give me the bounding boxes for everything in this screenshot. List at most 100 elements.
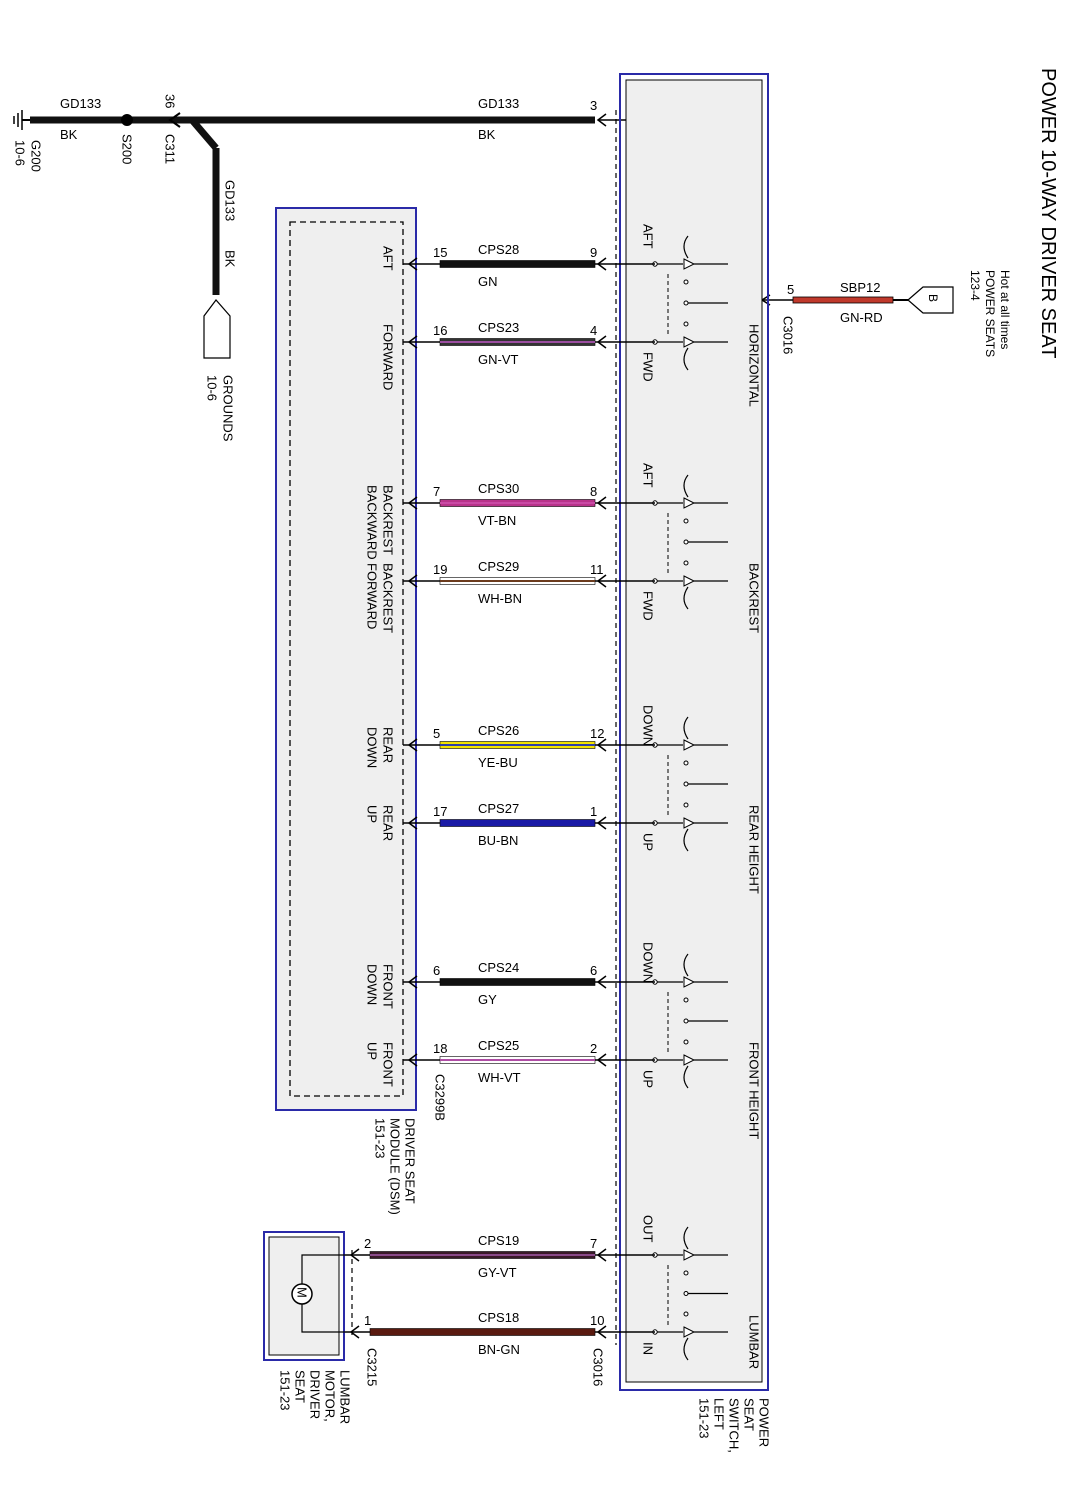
module-outer-border	[275, 207, 417, 1111]
wire	[439, 978, 596, 986]
dest-function-label: REAR	[381, 805, 396, 841]
switch-contact: AFT	[641, 224, 728, 285]
wire-color: GN	[478, 274, 498, 289]
ground-wire-color-right: BK	[478, 127, 496, 142]
wire	[369, 1328, 596, 1336]
dest-function-label: FORWARD	[365, 563, 380, 629]
motor-name-3: DRIVER	[308, 1370, 323, 1419]
switch-contact-label: IN	[641, 1342, 656, 1355]
dest-pin: 2	[364, 1236, 371, 1251]
switch-contact-label: DOWN	[641, 942, 656, 983]
wire-color: WH-VT	[478, 1070, 521, 1085]
wire-color: BU-BN	[478, 833, 518, 848]
dest-function-label: BACKREST	[381, 485, 396, 555]
switch-contact: IN	[641, 1311, 728, 1361]
c311-label: C311	[163, 134, 178, 164]
splice-dot	[121, 114, 133, 126]
dest-pin: 19	[433, 562, 447, 577]
switch-ref: 151-23	[697, 1398, 712, 1438]
dest-pin: 5	[433, 726, 440, 741]
switch-contact-label: FWD	[641, 591, 656, 621]
ground-wire-branch	[189, 117, 219, 151]
power-source-line2: POWER SEATS	[983, 270, 997, 357]
switch-contact: UP	[641, 1039, 728, 1089]
diagram-title: POWER 10-WAY DRIVER SEAT	[1037, 68, 1059, 358]
wire-code: CPS23	[478, 320, 519, 335]
switch-section-label: HORIZONTAL	[747, 324, 762, 407]
motor-name-1: LUMBAR	[338, 1370, 353, 1424]
switch-pin: 7	[590, 1236, 597, 1251]
dest-pin: 15	[433, 245, 447, 260]
dest-pin: 17	[433, 804, 447, 819]
wire-color: YE-BU	[478, 755, 518, 770]
wire-code: CPS29	[478, 559, 519, 574]
dest-pin: 7	[433, 484, 440, 499]
wire-code: CPS25	[478, 1038, 519, 1053]
wire-code: CPS24	[478, 960, 519, 975]
lumbar-motor: M LUMBAR MOTOR, DRIVER SEAT 151-23 C3215	[263, 1231, 380, 1424]
switch-inner-box	[625, 79, 763, 1383]
switch-contact-label: OUT	[641, 1215, 656, 1243]
motor-name-2: MOTOR,	[323, 1370, 338, 1422]
c311-pin: 36	[163, 94, 178, 108]
wire-color: VT-BN	[478, 513, 516, 528]
switch-contact-label: DOWN	[641, 705, 656, 746]
switch-section-label: LUMBAR	[747, 1315, 762, 1369]
power-wire-code: SBP12	[840, 280, 880, 295]
switch-name-2: SEAT	[742, 1398, 757, 1431]
dest-function-label: BACKWARD	[365, 485, 380, 560]
switch-name-4: LEFT	[712, 1398, 727, 1430]
dest-function-label: DOWN	[365, 964, 380, 1005]
wire-code: CPS19	[478, 1233, 519, 1248]
motor-symbol	[291, 1283, 313, 1305]
dest-function-label: UP	[365, 1042, 380, 1060]
ground-drop-color: BK	[223, 250, 238, 268]
dest-pin: 18	[433, 1041, 447, 1056]
switch-contact-label: UP	[641, 1070, 656, 1088]
switch-contact-label: AFT	[641, 224, 656, 249]
power-wire	[792, 296, 894, 304]
switch-pin: 9	[590, 245, 597, 260]
switch-name-1: POWER	[757, 1398, 772, 1447]
switch-contact: OUT	[641, 1215, 728, 1276]
dest-function-label: FRONT	[381, 1042, 396, 1087]
switch-section-label: REAR HEIGHT	[747, 805, 762, 894]
wire	[439, 819, 596, 827]
motor-outer-border	[263, 1231, 345, 1361]
wire-tracer	[440, 580, 595, 582]
dest-function-label: BACKREST	[381, 563, 396, 633]
dest-function-label: FRONT	[381, 964, 396, 1009]
wire	[439, 260, 596, 268]
module-connector: C3299B	[433, 1074, 448, 1121]
ground-wire-color-left: BK	[60, 127, 78, 142]
wire-code: CPS18	[478, 1310, 519, 1325]
wire-tracer	[440, 744, 595, 746]
ground-ref-page: 10-6	[205, 375, 220, 401]
module-name-2: MODULE (DSM)	[388, 1118, 403, 1215]
switch-contact: FWD	[641, 321, 728, 382]
switch-contact: AFT	[641, 463, 728, 524]
switch-outer-border	[619, 73, 769, 1391]
power-wire-color: GN-RD	[840, 310, 883, 325]
wire-code: CPS30	[478, 481, 519, 496]
switch-pin: 11	[590, 562, 604, 577]
switch-contact: FWD	[641, 560, 728, 621]
driver-seat-module: DRIVER SEAT MODULE (DSM) 151-23 C3299B	[275, 207, 448, 1215]
dest-function-label: FORWARD	[381, 324, 396, 390]
wire-color: BN-GN	[478, 1342, 520, 1357]
dest-function-label: UP	[365, 805, 380, 823]
power-source-line1: Hot at all times	[998, 270, 1012, 349]
switch-connector-label: C3016	[591, 1348, 606, 1386]
switch-contact-label: AFT	[641, 463, 656, 488]
ground-ref-label: GROUNDS	[221, 375, 236, 442]
dest-function-label: REAR	[381, 727, 396, 763]
